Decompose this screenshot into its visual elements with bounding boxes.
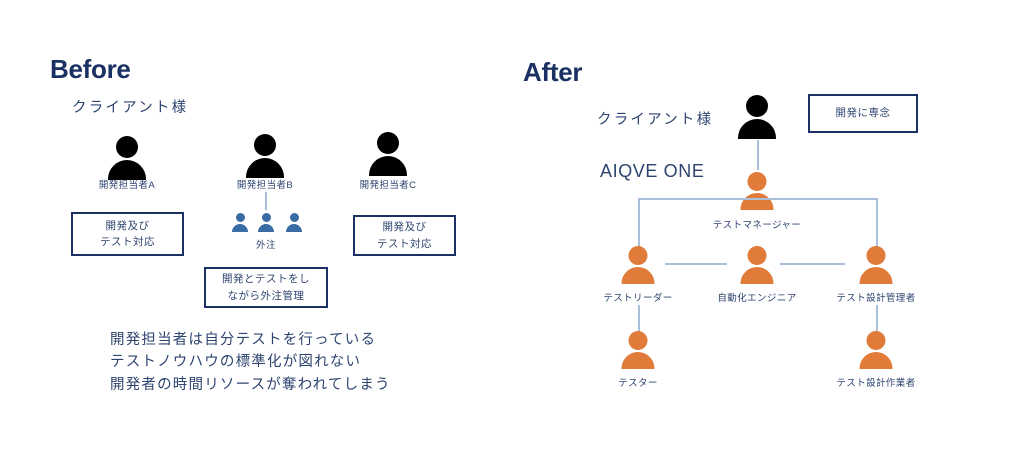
label-developer-c: 開発担当者C <box>359 180 417 191</box>
person-head <box>116 136 138 158</box>
note-box-developer-a-line-2: テスト対応 <box>100 236 155 248</box>
person-head <box>377 132 399 154</box>
after-brand-label: AIQVE ONE <box>600 161 705 181</box>
person-body <box>246 158 284 178</box>
label-developer-a: 開発担当者A <box>98 180 156 191</box>
person-head <box>289 213 299 222</box>
connector-developer-b-to-outsource <box>265 192 267 210</box>
person-icon-automation-engineer <box>740 246 774 284</box>
before-note-line-1: 開発担当者は自分テストを行っている <box>110 332 377 348</box>
label-test-leader: テストリーダー <box>603 293 673 304</box>
person-icon-test-design-worker <box>859 331 893 369</box>
label-tester: テスター <box>618 378 658 389</box>
note-box-developer-b-line-2: ながら外注管理 <box>227 289 305 302</box>
after-section-title: After <box>523 57 583 87</box>
connector-bus-to-test-design-manager <box>876 198 878 248</box>
person-head <box>628 246 648 265</box>
person-head <box>628 331 648 350</box>
person-icon-developer-c <box>369 132 407 176</box>
connector-design-manager-to-design-worker <box>876 305 878 331</box>
person-icon-developer-b <box>246 134 284 178</box>
person-body <box>258 223 274 232</box>
person-icon-outsource-3 <box>286 213 302 232</box>
label-automation-engineer: 自動化エンジニア <box>717 293 797 304</box>
person-body <box>621 352 655 369</box>
person-head <box>747 172 767 191</box>
person-icon-developer-a <box>108 136 146 180</box>
connector-manager-bus-horizontal <box>638 198 877 200</box>
person-body <box>621 267 655 284</box>
note-box-developer-c-line-2: テスト対応 <box>377 237 432 250</box>
person-head <box>254 134 276 156</box>
connector-leader-to-engineer <box>665 263 727 265</box>
note-box-focus-development-line-1: 開発に専念 <box>835 107 891 120</box>
label-test-design-manager: テスト設計管理者 <box>836 293 916 304</box>
note-box-developer-a: 開発及び テスト対応 <box>71 212 184 256</box>
note-box-focus-development: 開発に専念 <box>808 94 918 133</box>
person-head <box>747 246 767 265</box>
person-body <box>740 267 774 284</box>
person-icon-tester <box>621 331 655 369</box>
person-body <box>740 193 774 210</box>
after-client-label: クライアント様 <box>597 112 714 128</box>
connector-engineer-to-design-manager <box>780 263 845 265</box>
person-icon-test-leader <box>621 246 655 284</box>
person-body <box>738 119 776 139</box>
before-note-line-2: テストノウハウの標準化が図れない <box>110 354 362 371</box>
person-head <box>866 331 886 350</box>
person-body <box>859 352 893 369</box>
person-icon-outsource-2 <box>258 213 274 232</box>
connector-leader-to-tester <box>638 305 640 331</box>
person-body <box>232 223 248 232</box>
note-box-developer-c-line-1: 開発及び <box>382 221 427 234</box>
connector-bus-to-test-leader <box>638 198 640 248</box>
person-head <box>746 95 768 117</box>
person-icon-test-manager <box>740 172 774 210</box>
before-note-line-3: 開発者の時間リソースが奪われてしまう <box>110 376 391 393</box>
person-body <box>859 267 893 284</box>
before-section-title: Before <box>50 54 131 84</box>
note-box-developer-b-line-1: 開発とテストをし <box>222 273 310 286</box>
person-icon-outsource-1 <box>232 213 248 232</box>
person-icon-after-client <box>738 95 776 139</box>
person-head <box>235 213 245 222</box>
label-test-design-worker: テスト設計作業者 <box>836 378 916 389</box>
label-outsource: 外注 <box>255 240 277 251</box>
person-head <box>261 213 271 222</box>
person-body <box>369 156 407 176</box>
note-box-developer-a-line-1: 開発及び <box>105 219 150 232</box>
person-head <box>866 246 886 265</box>
person-icon-test-design-manager <box>859 246 893 284</box>
label-test-manager: テストマネージャー <box>712 220 802 231</box>
connector-client-to-manager <box>757 140 759 170</box>
before-notes-block: 開発担当者は自分テストを行っている テストノウハウの標準化が図れない 開発者の時… <box>110 329 391 396</box>
person-body <box>108 160 146 180</box>
label-developer-b: 開発担当者B <box>236 180 294 191</box>
before-client-label: クライアント様 <box>72 100 189 116</box>
note-box-developer-b: 開発とテストをし ながら外注管理 <box>204 267 328 308</box>
person-body <box>286 223 302 232</box>
note-box-developer-c: 開発及び テスト対応 <box>353 215 456 256</box>
